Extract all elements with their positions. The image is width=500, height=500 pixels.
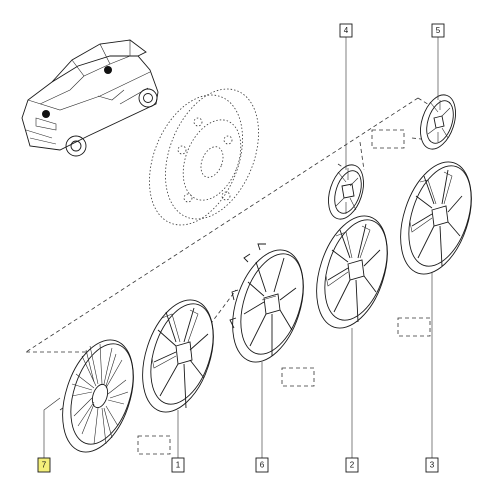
part-5-center-cap — [420, 94, 456, 150]
callout-5: 5 — [431, 23, 445, 38]
placeholder-boxes — [137, 129, 431, 455]
callout-7: 7 — [37, 457, 51, 473]
callout-1-label: 1 — [176, 461, 181, 470]
part-1-wheel-cover — [142, 299, 214, 413]
part-6-wheel-cover — [229, 243, 304, 363]
steel-wheel-rim — [149, 88, 259, 226]
car-illustration — [21, 39, 159, 157]
callout-2-label: 2 — [350, 461, 355, 470]
callout-1: 1 — [171, 457, 185, 473]
callout-2: 2 — [345, 457, 359, 473]
callout-4-label: 4 — [344, 26, 349, 35]
callout-6: 6 — [255, 457, 269, 473]
callout-7-label: 7 — [42, 461, 47, 470]
callout-3-label: 3 — [430, 461, 435, 470]
part-4-center-cap — [328, 164, 364, 220]
callout-leader-lines — [43, 36, 439, 458]
callout-6-label: 6 — [260, 461, 265, 470]
callout-5-label: 5 — [436, 26, 441, 35]
callout-4: 4 — [339, 23, 353, 38]
part-2-wheel-cover — [316, 215, 388, 329]
callout-3: 3 — [425, 457, 439, 473]
part-3-wheel-cover — [400, 161, 472, 275]
part-7-wheel-cover — [62, 339, 134, 453]
